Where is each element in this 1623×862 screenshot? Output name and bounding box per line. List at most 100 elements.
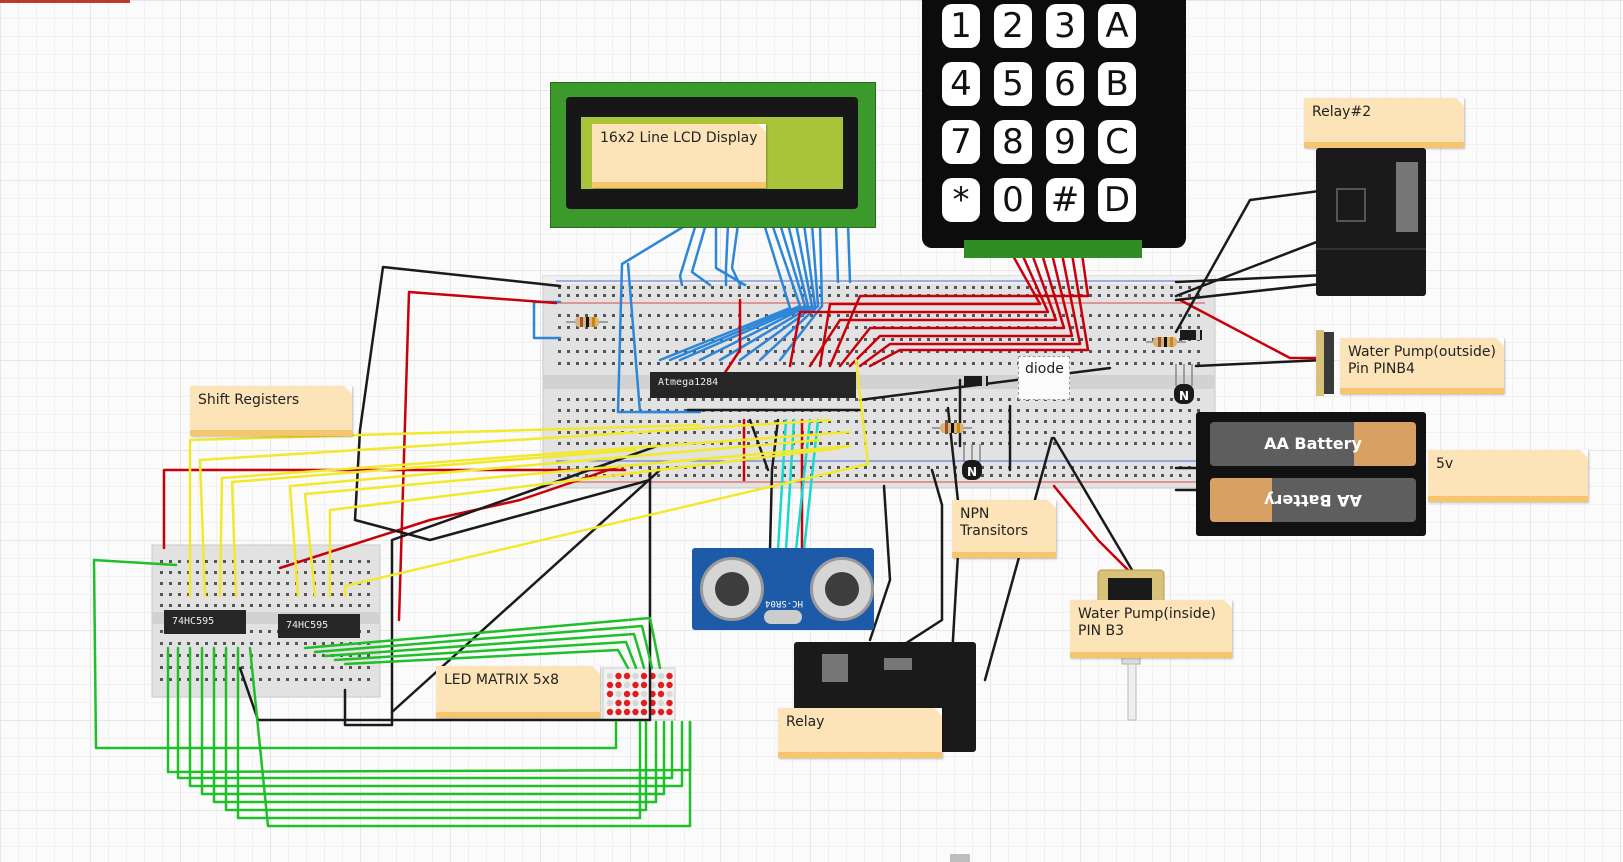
breadboard-hole — [657, 398, 660, 401]
keypad-key[interactable]: 6 — [1046, 62, 1084, 106]
breadboard-hole — [322, 560, 325, 563]
breadboard-hole — [720, 420, 723, 423]
breadboard-hole — [1071, 474, 1074, 477]
breadboard-hole — [936, 286, 939, 289]
breadboard-hole — [169, 666, 172, 669]
keypad-key[interactable]: 0 — [994, 178, 1032, 222]
breadboard-hole — [774, 420, 777, 423]
breadboard-hole — [567, 474, 570, 477]
breadboard-hole — [169, 593, 172, 596]
breadboard-hole — [666, 286, 669, 289]
breadboard-hole — [1134, 466, 1137, 469]
breadboard-hole — [1080, 431, 1083, 434]
breadboard-hole — [648, 420, 651, 423]
breadboard-hole — [729, 286, 732, 289]
keypad-key[interactable]: * — [942, 178, 980, 222]
breadboard-hole — [223, 678, 226, 681]
breadboard-hole — [702, 338, 705, 341]
breadboard-hole — [630, 442, 633, 445]
breadboard-hole — [160, 560, 163, 563]
breadboard-hole — [846, 442, 849, 445]
breadboard-hole — [594, 314, 597, 317]
breadboard-hole — [1098, 398, 1101, 401]
breadboard-hole — [945, 398, 948, 401]
breadboard-hole — [223, 642, 226, 645]
breadboard-hole — [277, 604, 280, 607]
breadboard-hole — [268, 571, 271, 574]
breadboard-hole — [918, 442, 921, 445]
breadboard-hole — [1170, 431, 1173, 434]
breadboard-hole — [1161, 398, 1164, 401]
breadboard-hole — [1161, 362, 1164, 365]
breadboard-hole — [828, 398, 831, 401]
keypad-key[interactable]: B — [1098, 62, 1136, 106]
top-marker — [0, 0, 130, 3]
breadboard-hole — [232, 560, 235, 563]
breadboard-hole — [1188, 409, 1191, 412]
breadboard-hole — [738, 466, 741, 469]
breadboard-hole — [1143, 442, 1146, 445]
breadboard-hole — [963, 398, 966, 401]
keypad-key[interactable]: 4 — [942, 62, 980, 106]
keypad-key[interactable]: A — [1098, 4, 1136, 48]
breadboard-hole — [232, 642, 235, 645]
breadboard-hole — [693, 398, 696, 401]
npn-marker: N — [1179, 389, 1189, 403]
breadboard-hole — [765, 314, 768, 317]
keypad-key[interactable]: C — [1098, 120, 1136, 164]
breadboard-hole — [657, 409, 660, 412]
breadboard-hole — [223, 571, 226, 574]
canvas-scroll-handle[interactable] — [950, 854, 970, 862]
breadboard-hole — [1170, 350, 1173, 353]
breadboard-hole — [286, 642, 289, 645]
breadboard-hole — [1062, 442, 1065, 445]
breadboard-hole — [747, 474, 750, 477]
keypad-key[interactable]: 8 — [994, 120, 1032, 164]
breadboard-hole — [837, 294, 840, 297]
breadboard-hole — [1062, 350, 1065, 353]
breadboard-hole — [738, 442, 741, 445]
keypad-key[interactable]: # — [1046, 178, 1084, 222]
led-dot — [640, 681, 648, 689]
keypad-key[interactable]: D — [1098, 178, 1136, 222]
breadboard-hole — [675, 398, 678, 401]
breadboard-hole — [358, 654, 361, 657]
breadboard-hole — [909, 431, 912, 434]
breadboard-hole — [1071, 442, 1074, 445]
keypad-key[interactable]: 9 — [1046, 120, 1084, 164]
keypad-key[interactable]: 3 — [1046, 4, 1084, 48]
breadboard-hole — [1143, 420, 1146, 423]
keypad-key[interactable]: 1 — [942, 4, 980, 48]
breadboard-hole — [648, 314, 651, 317]
breadboard-hole — [792, 362, 795, 365]
breadboard-hole — [169, 560, 172, 563]
breadboard-hole — [1161, 442, 1164, 445]
breadboard-hole — [630, 409, 633, 412]
breadboard-hole — [1143, 338, 1146, 341]
breadboard-hole — [304, 604, 307, 607]
keypad-key[interactable]: 7 — [942, 120, 980, 164]
breadboard-hole — [178, 604, 181, 607]
breadboard-hole — [1143, 431, 1146, 434]
breadboard-hole — [367, 654, 370, 657]
breadboard-hole — [187, 593, 190, 596]
breadboard-hole — [738, 286, 741, 289]
breadboard-hole — [160, 666, 163, 669]
breadboard-hole — [241, 560, 244, 563]
keypad-key[interactable]: 2 — [994, 4, 1032, 48]
breadboard-hole — [972, 442, 975, 445]
keypad-key[interactable]: 5 — [994, 62, 1032, 106]
breadboard-hole — [1170, 442, 1173, 445]
breadboard-hole — [882, 442, 885, 445]
relay-mark — [884, 658, 912, 670]
breadboard-hole — [567, 350, 570, 353]
breadboard-hole — [720, 286, 723, 289]
breadboard-hole — [693, 350, 696, 353]
breadboard-hole — [630, 466, 633, 469]
breadboard-hole — [981, 442, 984, 445]
breadboard-hole — [927, 350, 930, 353]
breadboard-hole — [747, 420, 750, 423]
breadboard-hole — [684, 409, 687, 412]
breadboard-hole — [1089, 431, 1092, 434]
breadboard-hole — [837, 326, 840, 329]
